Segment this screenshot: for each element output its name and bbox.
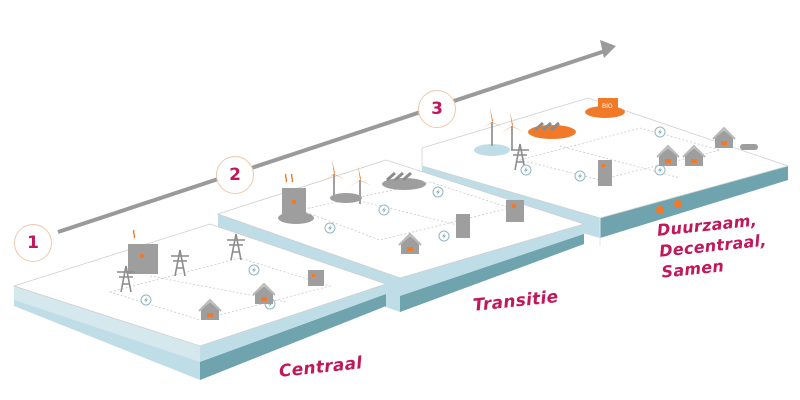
- step-number-1: 1: [14, 224, 52, 262]
- timeline-arrow: [57, 40, 616, 234]
- bio-label: BIO: [602, 103, 613, 110]
- step-number-3: 3: [418, 90, 456, 128]
- label-duurzaam: Duurzaam, Decentraal, Samen: [656, 209, 770, 283]
- platform-centraal: [12, 223, 388, 380]
- step-number-2: 2: [216, 156, 254, 194]
